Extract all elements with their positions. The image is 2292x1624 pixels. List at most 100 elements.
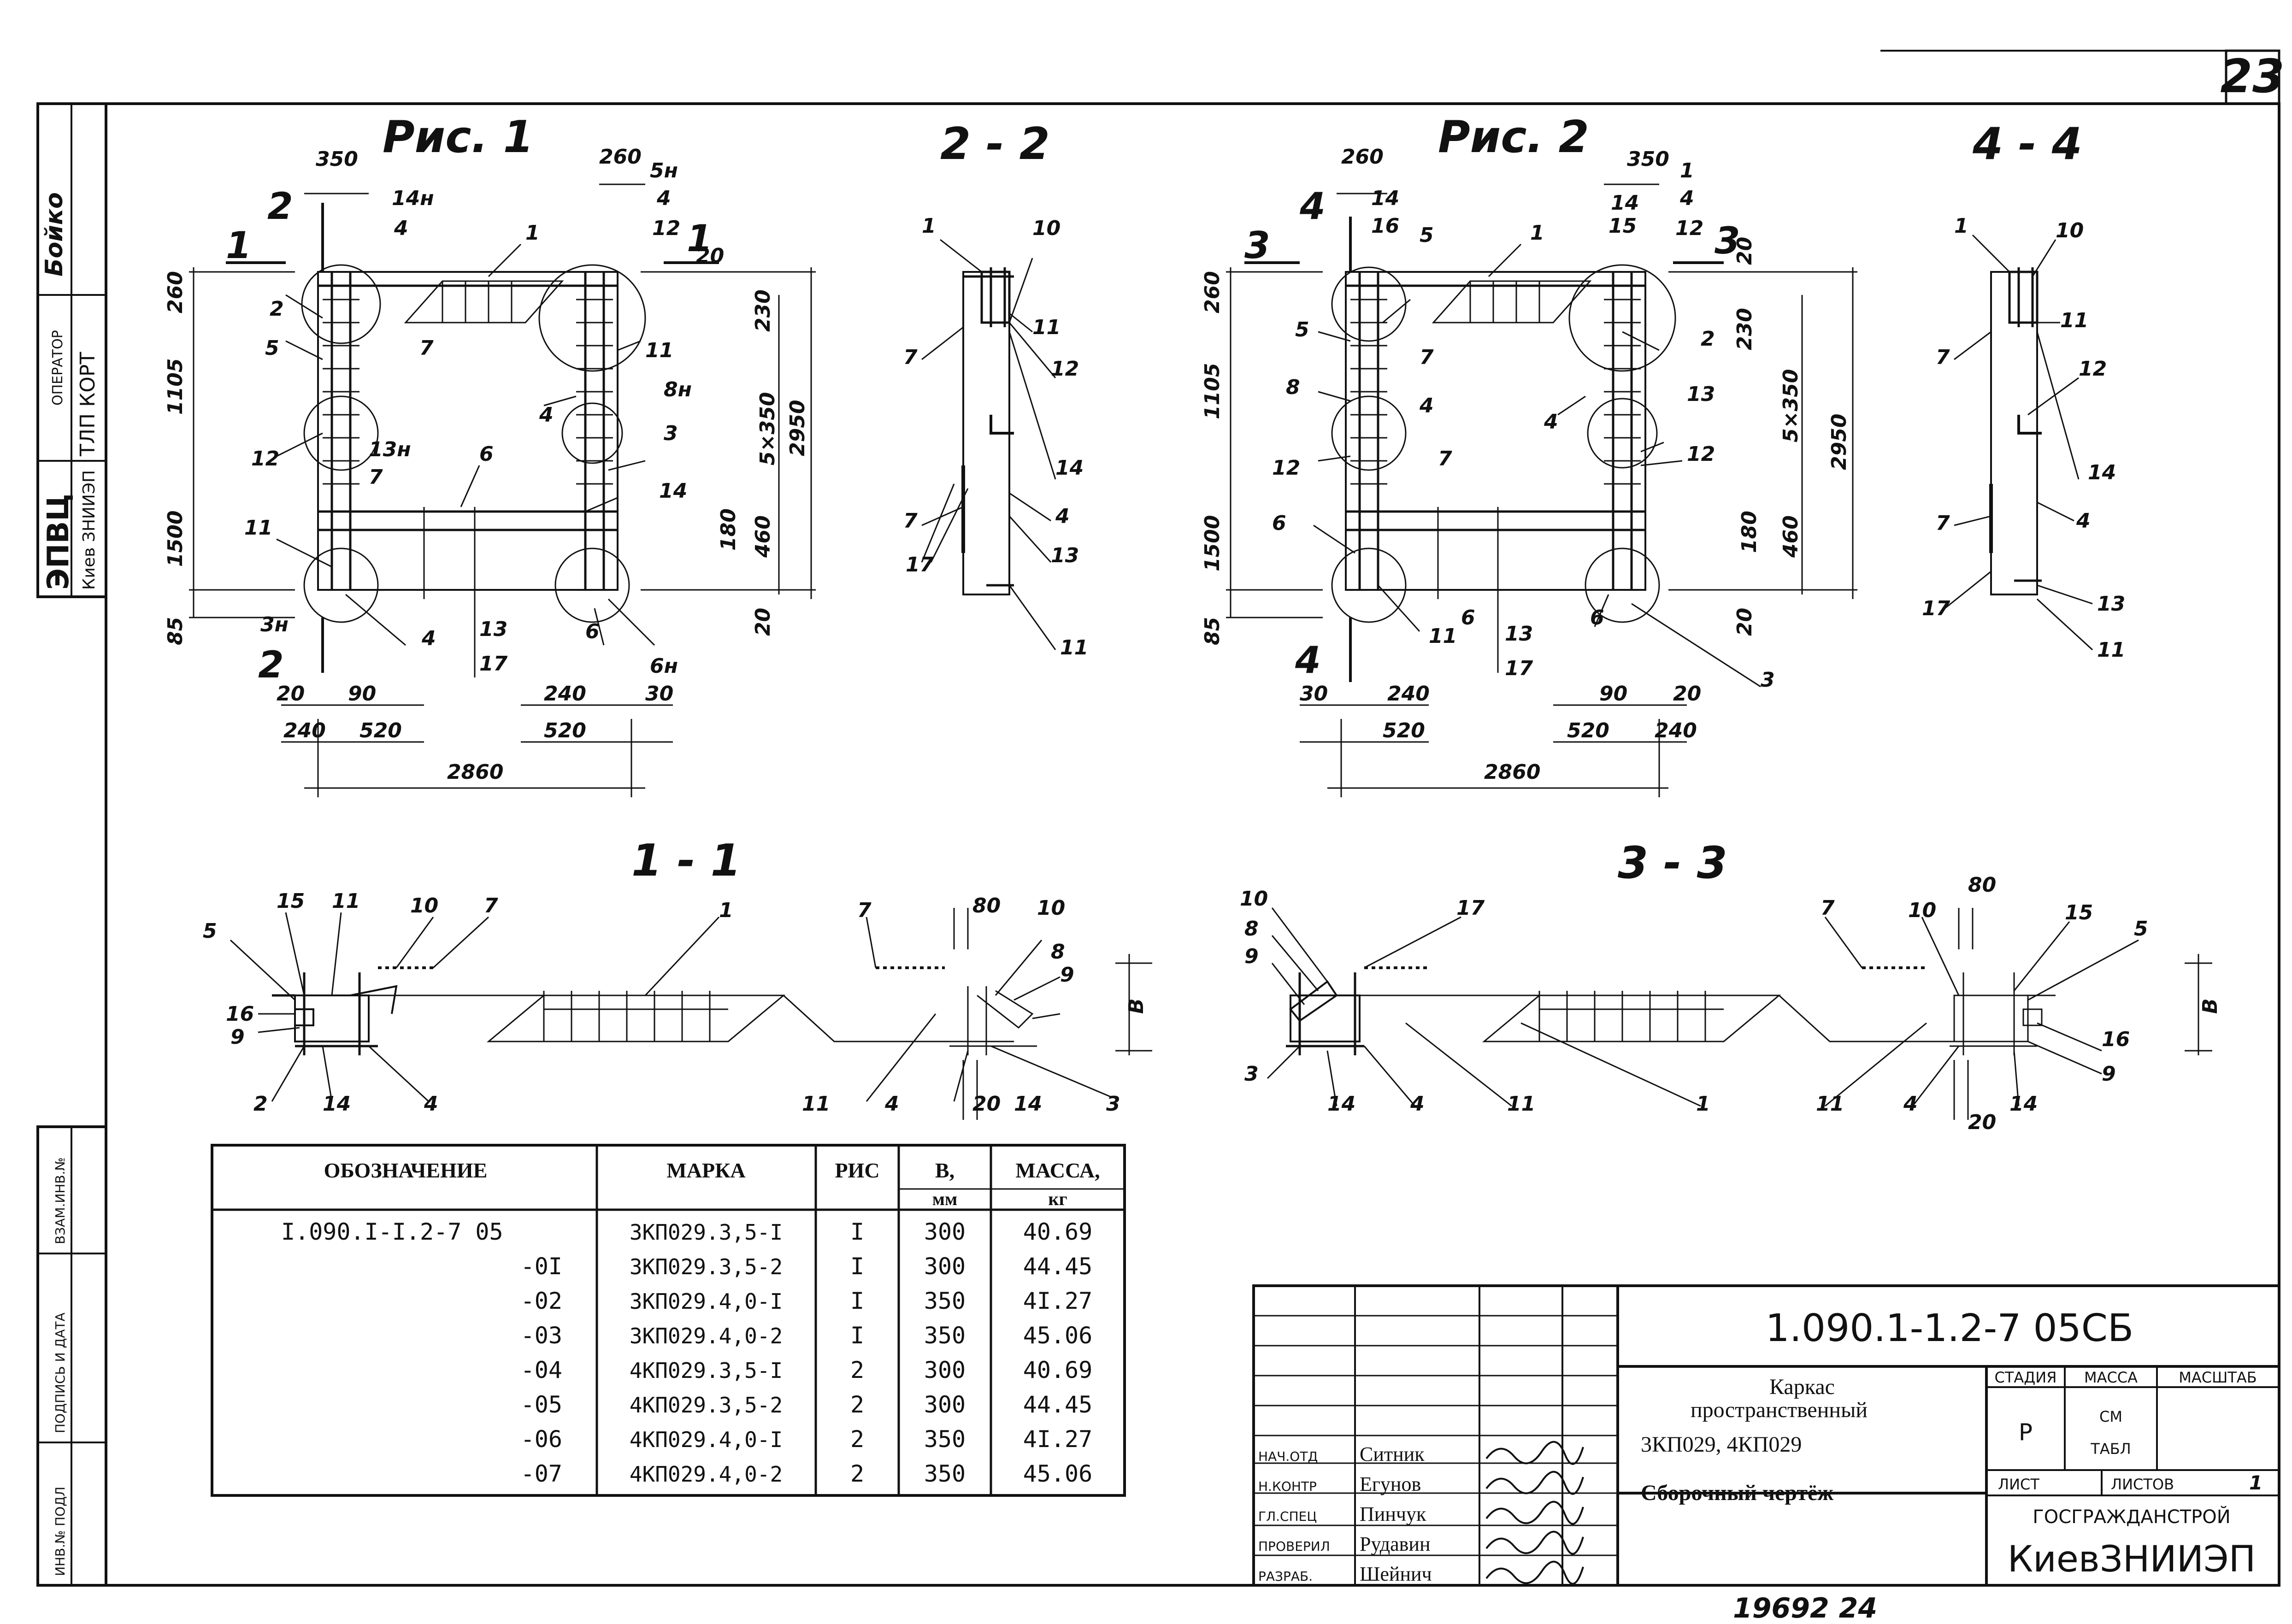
- s33-lbl-4a: 4: [1410, 1092, 1425, 1116]
- signer-name: Шейнич: [1360, 1563, 1432, 1585]
- fig2-lbl-13b: 13: [1505, 622, 1533, 646]
- fig1-lbl-13h: 13н: [369, 438, 411, 461]
- fig1-lbl-4d: 4: [421, 627, 436, 650]
- s44-lbl-14: 14: [2088, 461, 2116, 484]
- s33-dim-80: 80: [1968, 873, 1996, 897]
- row-b: 350: [924, 1460, 966, 1487]
- s33-lbl-9b: 9: [2102, 1062, 2116, 1086]
- row-designation: -04: [521, 1357, 562, 1383]
- stage-label: СТАДИЯ: [1995, 1369, 2057, 1386]
- strip-vzam-inv: ВЗАМ.ИНВ.№: [53, 1157, 68, 1244]
- fig1-lbl-8h: 8н: [664, 378, 692, 401]
- fig1-lbl-14h: 14н: [392, 187, 434, 210]
- row-designation: -06: [521, 1426, 562, 1453]
- s44-lbl-7b: 7: [1936, 512, 1950, 535]
- strip-podpis-data: ПОДПИСЬ И ДАТА: [53, 1312, 68, 1433]
- sheets-label: ЛИСТОВ: [2111, 1476, 2174, 1493]
- fig2-lbl-14b: 14: [1611, 191, 1639, 215]
- s33-lbl-9a: 9: [1244, 945, 1259, 968]
- mass-value-line1: СМ: [2099, 1408, 2122, 1425]
- fig1-lbl-5: 5: [265, 336, 279, 360]
- fig1-dim-230: 230: [751, 289, 775, 332]
- fig1-dim-260v: 260: [164, 271, 187, 313]
- row-mark: 3КП029.4,0-I: [630, 1289, 783, 1314]
- s33-lbl-11b: 11: [1816, 1092, 1844, 1116]
- s33-lbl-8: 8: [1244, 917, 1259, 941]
- section-1-1: [230, 908, 1152, 1120]
- fig1-lbl-6: 6: [479, 442, 494, 466]
- signature-scribble: [1485, 1441, 1584, 1465]
- s11-lbl-1: 1: [719, 899, 733, 922]
- mass-label: МАССА: [2084, 1369, 2138, 1386]
- fig2-dim-85: 85: [1201, 617, 1224, 645]
- fig1-lbl-12: 12: [652, 217, 680, 240]
- fig2-dim-2950: 2950: [1827, 414, 1851, 470]
- row-b: 350: [924, 1322, 966, 1349]
- strip-inv-podl: ИНВ.№ ПОДЛ: [53, 1487, 68, 1576]
- s11-lbl-8: 8: [1051, 940, 1065, 964]
- s33-lbl-5: 5: [2134, 917, 2148, 941]
- section-4-4: [1944, 234, 2093, 651]
- fig1-dim-350: 350: [316, 147, 358, 171]
- fig2-lbl-1b: 1: [1530, 221, 1544, 245]
- drawing-name-line2: пространственный: [1691, 1398, 1868, 1422]
- row-b: 300: [924, 1357, 966, 1383]
- s33-lbl-14a: 14: [1327, 1092, 1355, 1116]
- signer-role: РАЗРАБ.: [1258, 1569, 1313, 1584]
- mass-value-line2: ТАБЛ: [2090, 1440, 2131, 1458]
- fig2-lbl-14a: 14: [1371, 187, 1399, 210]
- s33-lbl-11a: 11: [1507, 1092, 1535, 1116]
- row-mass: 4I.27: [1023, 1426, 1093, 1453]
- fig2-dim-240b: 240: [1655, 719, 1697, 742]
- title-sec11: 1 - 1: [631, 836, 741, 886]
- s33-dim-B: В: [2198, 998, 2222, 1014]
- fig2-dim-20c: 20: [1673, 682, 1701, 706]
- fig2-sec-3b: 3: [1715, 219, 1740, 262]
- row-designation: I.090.I-I.2-7 05: [281, 1218, 503, 1245]
- fig1-dim-20b: 20: [751, 608, 775, 636]
- fig1-lbl-12b: 12: [251, 447, 279, 471]
- sheet-frame: [36, 49, 2280, 1587]
- fig1-lbl-4c: 4: [539, 403, 554, 427]
- s22-lbl-7b: 7: [903, 509, 918, 533]
- s11-lbl-3: 3: [1106, 1092, 1120, 1116]
- row-fig: I: [850, 1288, 864, 1314]
- fig2-lbl-8: 8: [1286, 376, 1300, 399]
- plan-view-fig1: [189, 183, 816, 797]
- row-mark: 3КП029.3,5-2: [630, 1254, 783, 1279]
- s33-lbl-14b: 14: [2009, 1092, 2038, 1116]
- plan-fig1-labels: 350 260 5н 14н 4 4 12 1 2 5 12 13н 7 7 6…: [164, 145, 809, 784]
- signer-role: НАЧ.ОТД: [1258, 1449, 1318, 1464]
- fig1-lbl-4b: 4: [656, 187, 671, 210]
- row-fig: 2: [850, 1426, 864, 1453]
- fig2-lbl-3: 3: [1761, 668, 1775, 692]
- s33-lbl-16: 16: [2102, 1028, 2130, 1051]
- spec-header-mass-unit: кг: [1048, 1189, 1067, 1209]
- fig1-lbl-17: 17: [479, 652, 508, 676]
- fig2-dim-90: 90: [1599, 682, 1627, 706]
- signer-name: Пинчук: [1360, 1503, 1426, 1525]
- s11-lbl-4b: 4: [884, 1092, 899, 1116]
- fig2-lbl-2: 2: [1701, 327, 1715, 351]
- row-designation: -05: [521, 1391, 562, 1418]
- s33-lbl-4b: 4: [1903, 1092, 1918, 1116]
- strip-epvc: ЭПВЦ: [41, 494, 76, 590]
- org-line1: ГОСГРАЖДАНСТРОЙ: [2033, 1506, 2230, 1528]
- s44-lbl-17: 17: [1922, 597, 1950, 620]
- fig2-dim-260: 260: [1341, 145, 1384, 169]
- fig2-lbl-16: 16: [1371, 214, 1399, 238]
- s22-lbl-11b: 11: [1060, 636, 1088, 659]
- fig1-lbl-6b: 6: [585, 620, 600, 643]
- fig2-lbl-15: 15: [1609, 214, 1637, 238]
- left-stamp-strip: ЭПВЦ Киев ЗНИИЭП ОПЕРАТОР ТЛП КОРТ Бойко…: [38, 104, 106, 1585]
- fig2-dim-20b: 20: [1733, 608, 1756, 636]
- fig2-lbl-13a: 13: [1687, 382, 1715, 406]
- s11-lbl-11b: 11: [802, 1092, 830, 1116]
- s11-dim-B: В: [1125, 998, 1148, 1014]
- s11-lbl-14a: 14: [323, 1092, 351, 1116]
